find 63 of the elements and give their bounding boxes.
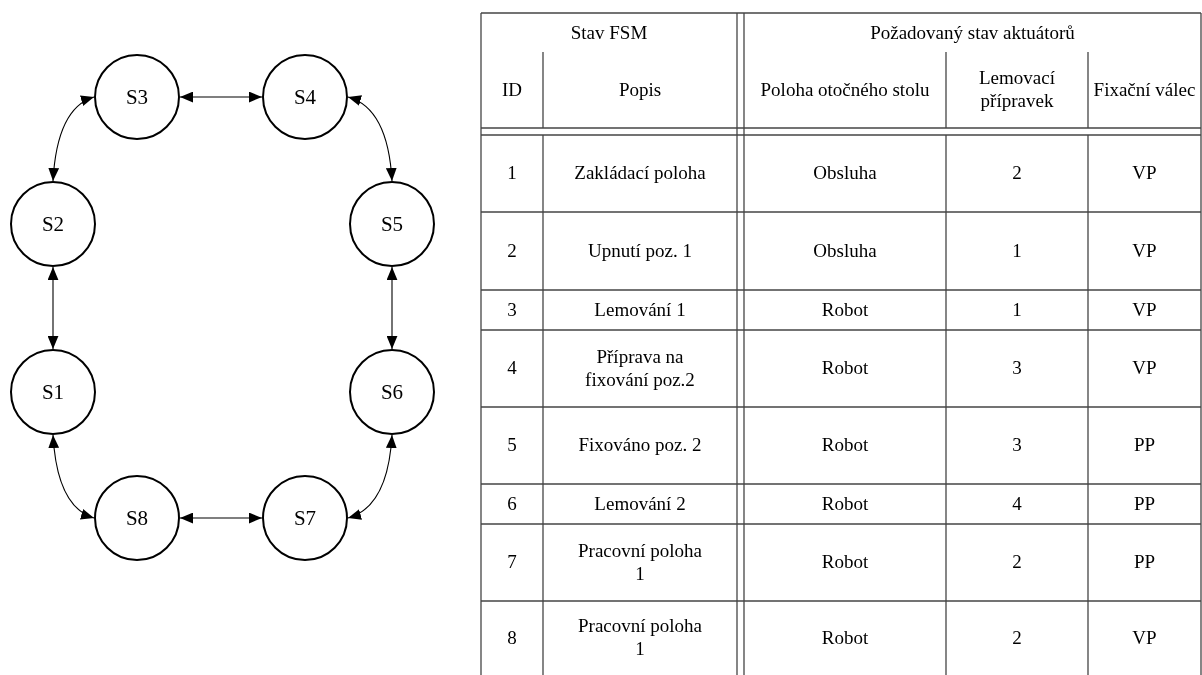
table-text: 7 — [507, 551, 517, 574]
arrow — [48, 96, 95, 182]
table-text: Robot — [821, 551, 869, 574]
table-text: PP — [1133, 551, 1156, 574]
state-label: S4 — [293, 84, 317, 110]
header-text: Popis — [618, 78, 662, 102]
header-text: Požadovaný stav aktuátorů — [870, 22, 1075, 45]
table-text: Pracovní poloha 1 — [577, 539, 703, 586]
state-label: S1 — [41, 379, 65, 405]
arrow — [347, 434, 397, 519]
state-label: S6 — [380, 379, 404, 405]
table-text: 2 — [1012, 626, 1022, 650]
table-text: Pracovní poloha 1 — [577, 615, 703, 661]
header-text: ID — [501, 78, 523, 102]
state-label: S2 — [41, 211, 65, 237]
table-text: Lemování 2 — [594, 492, 686, 516]
table-text: 4 — [507, 357, 517, 380]
state-label: S5 — [380, 211, 404, 237]
table-text: Fixováno poz. 2 — [578, 434, 702, 457]
table-text: VP — [1132, 357, 1157, 380]
state-label: S7 — [293, 505, 317, 531]
state-label: S8 — [125, 505, 149, 531]
arrow — [179, 512, 263, 524]
table-text: 2 — [507, 239, 517, 263]
arrow — [347, 96, 397, 182]
table-text: 3 — [507, 298, 517, 322]
table-text: Zakládací poloha — [574, 162, 706, 185]
table-text: VP — [1132, 298, 1157, 322]
table-text: Robot — [821, 434, 869, 457]
table-text: 1 — [507, 162, 517, 185]
state-label: S3 — [125, 84, 149, 110]
header-text: Fixační válec — [1093, 78, 1196, 102]
table-text: Robot — [821, 357, 869, 380]
table-text: Upnutí poz. 1 — [588, 239, 692, 263]
table-text: Příprava na fixování poz.2 — [584, 345, 696, 392]
table-text: PP — [1133, 492, 1156, 516]
table-text: Robot — [821, 492, 869, 516]
arrow — [47, 266, 59, 350]
table-text: Obsluha — [813, 239, 877, 263]
table-text: Lemování 1 — [594, 298, 686, 322]
table-text: 5 — [507, 434, 517, 457]
table-text: PP — [1133, 434, 1156, 457]
table-text: 1 — [1012, 239, 1022, 263]
header-text: Stav FSM — [570, 22, 648, 45]
table-text: VP — [1132, 239, 1157, 263]
arrow — [386, 266, 398, 350]
table-text: Robot — [821, 626, 869, 650]
table-text: 6 — [507, 492, 517, 516]
table-text: 3 — [1012, 357, 1022, 380]
table-text: 1 — [1012, 298, 1022, 322]
table-text: Robot — [821, 298, 869, 322]
arrow — [179, 91, 263, 103]
table-text: VP — [1132, 162, 1157, 185]
header-text: Lemovací přípravek — [978, 67, 1056, 113]
arrow — [48, 434, 95, 519]
table-text: VP — [1132, 626, 1157, 650]
table-text: 4 — [1012, 492, 1022, 516]
table-text: 2 — [1012, 162, 1022, 185]
table-text: 3 — [1012, 434, 1022, 457]
table-text: 8 — [507, 626, 517, 650]
table-text: Obsluha — [813, 162, 877, 185]
header-text: Poloha otočného stolu — [760, 78, 930, 102]
table-text: 2 — [1012, 551, 1022, 574]
